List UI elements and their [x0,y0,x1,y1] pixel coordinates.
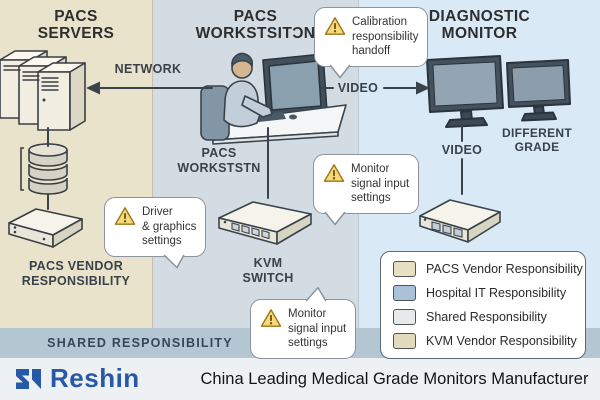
reshin-logo: Reshin [14,363,140,394]
kvm-switch-label-line2: SWITCH [242,271,294,285]
legend-label: PACS Vendor Responsibility [426,262,583,276]
diagnostic-monitor-icon [426,55,504,128]
pacs-workststn-label-line1: PACS [201,146,237,160]
diagnostic-monitor-title-line2: MONITOR [441,25,518,43]
kvm-switch-icon [218,201,312,245]
legend-swatch-shared [393,309,416,325]
legend-row-shared: Shared Responsibility [393,309,573,325]
pacs-servers-title: PACS SERVERS [0,8,152,43]
different-grade-label-line2: GRADE [514,140,560,155]
person-hair [231,52,254,67]
pacs-workststn-label-line2: WORKSTSTN [177,161,261,175]
calibration-callout-text: Calibration responsibility handoff [352,16,419,58]
pacs-workststn-label: PACS WORKSTSTN [152,146,286,176]
video-converter-icon [419,199,501,243]
video-label-top: VIDEO [337,81,379,95]
database-icon [20,143,68,195]
shared-responsibility-label: SHARED RESPONSIBILITY [47,336,233,350]
pacs-vendor-caption-line1: PACS VENDOR [28,259,124,273]
callout-tail [324,211,346,226]
legend-label: KVM Vendor Responsibility [426,334,577,348]
diagnostic-monitor-title: DIAGNOSTIC MONITOR [359,8,600,43]
callout-tail [163,254,185,269]
warning-icon [324,17,346,35]
pacs-servers-title-line2: SERVERS [37,25,115,43]
pacs-workstation-title-line2: WORKSTSITƆN [195,25,316,43]
footer-tagline: China Leading Medical Grade Monitors Man… [200,370,589,388]
warning-icon [114,207,136,225]
warning-icon [323,164,345,182]
video-label-right: VIDEO [441,143,483,157]
reshin-logo-mark-icon [16,368,41,389]
kvm-switch-label-line1: KVM [253,256,283,270]
monitor-signal-callout-top-text: Monitor signal input settings [351,163,410,205]
secondary-monitor-icon [506,59,571,122]
legend-row-pacs-vendor: PACS Vendor Responsibility [393,261,583,277]
pacs-vendor-caption: PACS VENDOR RESPONSIBILITY [2,259,150,289]
different-grade-label: DIFFERENT GRADE [495,126,579,155]
mouse-icon [289,114,297,120]
server-appliance-icon [8,208,83,248]
reshin-logo-text: Reshin [50,363,140,393]
footer: Reshin China Leading Medical Grade Monit… [0,358,600,400]
database-bracket-icon [20,147,24,191]
calibration-callout: Calibration responsibility handoff [314,7,429,79]
legend-swatch-kvm-vendor [393,333,416,349]
pacs-vendor-caption-line2: RESPONSIBILITY [21,274,131,288]
driver-graphics-callout: Driver & graphics settings [104,197,207,269]
legend-swatch-pacs-vendor [393,261,416,277]
different-grade-label-line1: DIFFERENT [501,126,573,140]
legend-row-kvm-vendor: KVM Vendor Responsibility [393,333,577,349]
monitor-signal-callout-bottom-text: Monitor signal input settings [288,308,347,350]
server-stack-icon [0,50,86,131]
driver-graphics-callout-text: Driver & graphics settings [142,206,197,248]
kvm-switch-label: KVM SWITCH [221,256,315,286]
pacs-servers-title-line1: PACS [54,8,98,25]
callout-tail [305,287,327,302]
pacs-workstation-title-line1: PACS [233,8,278,25]
callout-tail [329,64,351,79]
monitor-signal-callout-top: Monitor signal input settings [313,154,420,226]
legend-label: Hospital IT Responsibility [426,286,567,300]
pacs-workstation-title: PACS WORKSTSITƆN [153,8,358,43]
legend: PACS Vendor Responsibility Hospital IT R… [380,251,586,359]
monitor-signal-callout-bottom: Monitor signal input settings [250,287,357,360]
legend-swatch-hospital-it [393,285,416,301]
legend-row-hospital-it: Hospital IT Responsibility [393,285,573,301]
network-label: NETWORK [114,62,182,76]
person-workstation-icon [200,52,347,145]
legend-label: Shared Responsibility [426,310,547,324]
diagnostic-monitor-title-line1: DIAGNOSTIC [428,8,531,25]
warning-icon [260,309,282,327]
